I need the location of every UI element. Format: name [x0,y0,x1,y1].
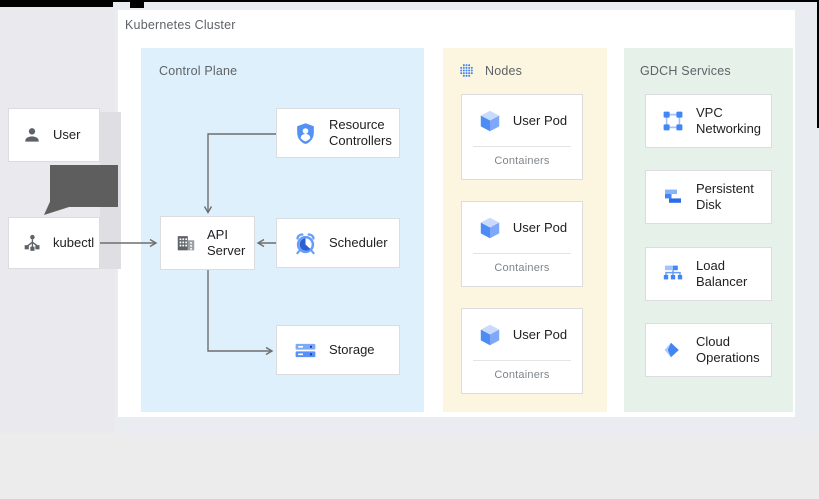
resource-controllers-node: Resource Controllers [276,108,400,158]
cloud-operations-card: Cloud Operations [645,323,772,377]
kubectl-node: kubectl [8,217,100,269]
vpc-networking-card: VPC Networking [645,94,772,148]
load-balancer-icon [661,262,685,286]
scheduler-label: Scheduler [329,235,388,250]
containers-label: Containers [494,369,550,381]
cluster-title: Kubernetes Cluster [125,18,236,32]
persistent-disk-card: Persistent Disk [645,170,772,224]
user-pod-card: User Pod Containers [461,94,583,180]
containers-label: Containers [494,155,550,167]
load-balancer-card: Load Balancer [645,247,772,301]
containers-label: Containers [494,262,550,274]
storage-disks-icon [293,338,318,363]
user-pod-label: User Pod [512,326,568,342]
pod-cube-icon [477,108,503,134]
divider [473,146,571,147]
user-pod-label: User Pod [512,112,568,128]
gdch-services-label: GDCH Services [640,64,731,78]
pod-cube-icon [477,215,503,241]
divider [473,253,571,254]
user-node: User [8,108,100,162]
alarm-clock-icon [293,231,318,256]
scheduler-node: Scheduler [276,218,400,268]
thick-down-arrow [44,165,118,215]
building-icon [175,232,197,254]
window-edge-artifact [817,0,819,128]
dot-grid-icon [458,62,475,79]
vpc-networking-icon [661,109,685,133]
control-plane-label: Control Plane [159,64,238,78]
user-pod-card: User Pod Containers [461,201,583,287]
storage-node: Storage [276,325,400,375]
vpc-networking-label: VPC Networking [696,105,762,136]
user-label: User [53,127,81,142]
divider [473,360,571,361]
kubectl-label: kubectl [53,235,95,250]
storage-label: Storage [329,342,375,357]
user-pod-card: User Pod Containers [461,308,583,394]
cloud-operations-icon [661,338,685,362]
window-edge-artifact [0,0,113,7]
user-pod-label: User Pod [512,219,568,235]
cloud-operations-label: Cloud Operations [696,334,760,365]
left-rail-background [0,0,115,433]
api-server-label: API Server [207,227,246,258]
persistent-disk-label: Persistent Disk [696,181,754,212]
shield-person-icon [293,121,318,146]
pod-cube-icon [477,322,503,348]
kubectl-icon [22,233,42,253]
api-server-node: API Server [160,216,255,270]
load-balancer-label: Load Balancer [696,258,748,289]
person-icon [22,125,42,145]
nodes-label: Nodes [485,63,523,78]
window-edge-artifact [113,0,819,2]
window-edge-artifact [130,0,144,8]
persistent-disk-icon [661,185,685,209]
resource-controllers-label: Resource Controllers [329,117,392,148]
